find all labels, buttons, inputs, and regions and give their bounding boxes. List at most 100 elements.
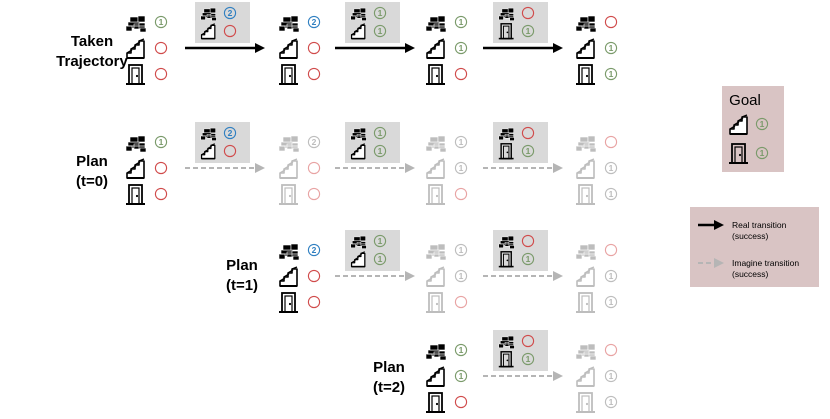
row-label: Plan [76, 153, 108, 170]
inventory-item: 2 [278, 135, 321, 153]
count-badge-one [755, 117, 769, 131]
bricks-icon [125, 135, 147, 153]
bricks-icon [425, 343, 447, 361]
count-badge-text: 1 [459, 43, 464, 53]
row-label: Trajectory [56, 53, 128, 70]
bricks-icon [278, 243, 300, 261]
count-badge-text: 2 [312, 245, 317, 255]
stairs-icon [279, 158, 298, 179]
inventory-item [279, 266, 321, 287]
stairs-icon [279, 38, 298, 59]
count-badge-text: 1 [459, 163, 464, 173]
empty-slot-marker [454, 67, 468, 81]
stairs-icon [279, 266, 298, 287]
count-badge-one [454, 15, 468, 29]
count-badge-one [521, 144, 535, 158]
count-badge-text: 1 [609, 163, 614, 173]
inventory-item [498, 334, 535, 349]
count-badge-one [373, 234, 387, 248]
count-badge-text: 2 [312, 137, 317, 147]
door-icon [426, 292, 445, 313]
door-icon [498, 23, 514, 40]
empty-slot-marker [454, 395, 468, 409]
real-transition-arrow [185, 43, 265, 53]
stairs-icon [350, 23, 366, 40]
door-icon [498, 143, 514, 160]
count-badge-two [223, 126, 237, 140]
count-badge-one [154, 135, 168, 149]
bricks-icon [498, 335, 515, 349]
inventory-item [426, 292, 468, 313]
empty-slot-marker [223, 144, 237, 158]
inventory-item: 1 [425, 15, 468, 33]
inventory-item: 1 [425, 135, 468, 153]
empty-slot-marker [604, 343, 618, 357]
count-badge-one [454, 41, 468, 55]
count-badge-text: 1 [159, 137, 164, 147]
inventory-item: 1 [498, 143, 535, 160]
count-badge-text: 1 [526, 254, 531, 264]
empty-slot-marker [307, 67, 321, 81]
count-badge-one [373, 24, 387, 38]
count-badge-text: 1 [378, 8, 383, 18]
count-badge-text: 1 [378, 254, 383, 264]
stairs-icon [200, 23, 216, 40]
bricks-icon [125, 15, 147, 33]
bricks-icon [498, 127, 515, 141]
bricks-icon [498, 7, 515, 21]
empty-slot-marker [521, 234, 535, 248]
bricks-icon [575, 15, 597, 33]
stairs-icon [426, 366, 445, 387]
imagine-transition-arrow [698, 258, 724, 268]
count-badge-two [307, 135, 321, 149]
bricks-icon [278, 15, 300, 33]
door-icon [126, 64, 145, 85]
inventory-item [575, 15, 618, 33]
inventory-item [200, 143, 237, 160]
count-badge-text: 1 [760, 148, 765, 158]
count-badge-text: 1 [378, 236, 383, 246]
count-badge-text: 1 [378, 146, 383, 156]
count-badge-text: 1 [609, 43, 614, 53]
count-badge-text: 1 [526, 146, 531, 156]
stairs-icon [426, 38, 445, 59]
inventory-item: 1 [729, 114, 769, 135]
inventory-item [426, 184, 468, 205]
count-badge-one [373, 126, 387, 140]
empty-slot-marker [307, 269, 321, 283]
row-label: (t=1) [226, 277, 258, 294]
empty-slot-marker [521, 334, 535, 348]
inventory-item: 1 [350, 23, 387, 40]
count-badge-one [454, 135, 468, 149]
stairs-icon [350, 143, 366, 160]
inventory-item: 1 [498, 23, 535, 40]
inventory-item: 1 [498, 351, 535, 368]
inventory-item [279, 64, 321, 85]
bricks-icon [425, 243, 447, 261]
inventory-item: 1 [350, 251, 387, 268]
count-badge-one [454, 161, 468, 175]
count-badge-text: 1 [459, 271, 464, 281]
empty-slot-marker [154, 161, 168, 175]
inventory-item [498, 126, 535, 141]
inventory-item: 1 [729, 143, 769, 164]
empty-slot-marker [307, 41, 321, 55]
imagine-transition-arrow [483, 163, 563, 173]
count-badge-one [521, 352, 535, 366]
count-badge-one [604, 161, 618, 175]
row-label: (t=0) [76, 173, 108, 190]
inventory-item: 1 [426, 366, 468, 387]
count-badge-one [755, 146, 769, 160]
count-badge-text: 2 [312, 17, 317, 27]
inventory-item [575, 135, 618, 153]
row-label: Plan [226, 257, 258, 274]
inventory-item: 1 [576, 38, 618, 59]
bricks-icon [200, 127, 217, 141]
empty-slot-marker [521, 126, 535, 140]
inventory-item [279, 292, 321, 313]
empty-slot-marker [223, 24, 237, 38]
inventory-item [126, 184, 168, 205]
inventory-item: 2 [200, 6, 237, 21]
bricks-icon [575, 243, 597, 261]
